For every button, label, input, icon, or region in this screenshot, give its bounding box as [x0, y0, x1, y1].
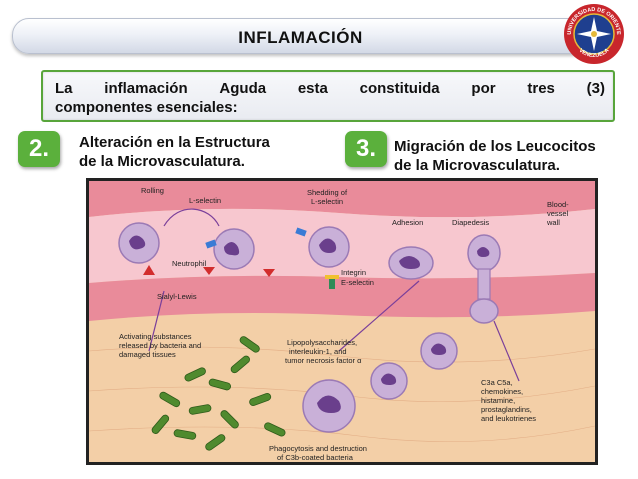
label-phago-1: Phagocytosis and destruction — [269, 444, 367, 453]
vessel-wall-bottom — [89, 273, 595, 321]
label-sialyl-lewis: Sialyl-Lewis — [157, 292, 197, 301]
number-badge-3: 3. — [345, 131, 387, 167]
diapedesis-neutrophil — [467, 234, 501, 324]
number-badge-2: 2. — [18, 131, 60, 167]
label-adhesion: Adhesion — [392, 218, 423, 227]
label-blood-1: Blood- — [547, 200, 569, 209]
svg-text:VENEZUELA: VENEZUELA — [578, 48, 611, 59]
intro-word: tres — [527, 80, 555, 97]
label-activating-2: released by bacteria and — [119, 341, 201, 350]
vessel-wall-top — [89, 181, 595, 218]
label-c3a-2: chemokines, — [481, 387, 523, 396]
university-seal: UNIVERSIDAD DE ORIENTE VENEZUELA — [564, 4, 624, 64]
figure-illustration: Rolling L-selectin Shedding of L-selecti… — [89, 181, 595, 462]
intro-line-2: componentes esenciales: — [55, 99, 238, 116]
label-lipo-3: tumor necrosis factor α — [285, 356, 362, 365]
label-integrin: Integrin — [341, 268, 366, 277]
label-lipo-1: Lipopolysaccharides, — [287, 338, 357, 347]
seal-bottom-text: VENEZUELA — [578, 48, 611, 59]
label-shedding-1: Shedding of — [307, 188, 348, 197]
point-2-line-2: de la Microvasculatura. — [79, 153, 245, 170]
point-3-line-2: de la Microvasculatura. — [394, 157, 560, 174]
intro-box: La inflamación Aguda esta constituida po… — [41, 70, 615, 122]
intro-word: inflamación — [104, 80, 188, 97]
intro-word: (3) — [586, 80, 605, 97]
adhesion-neutrophil — [388, 246, 434, 280]
intro-word: por — [471, 80, 496, 97]
rolling-neutrophil-1 — [118, 222, 160, 264]
label-shedding-2: L-selectin — [311, 197, 343, 206]
intro-word: constituida — [359, 80, 440, 97]
label-blood-3: wall — [546, 218, 560, 227]
intro-word: La — [55, 80, 73, 97]
intro-line-1: La inflamación Aguda esta constituida po… — [55, 80, 605, 97]
label-blood-2: vessel — [547, 209, 569, 218]
label-c3a-1: C3a C5a, — [481, 378, 513, 387]
point-3-line-1: Migración de los Leucocitos — [394, 138, 596, 155]
title-bar: INFLAMACIÓN — [12, 18, 589, 54]
label-e-selectin: E-selectin — [341, 278, 374, 287]
label-activating-1: Activating substances — [119, 332, 192, 341]
point-2-line-1: Alteración en la Estructura — [79, 134, 270, 151]
rolling-neutrophil-2 — [213, 228, 255, 270]
leukocyte-migration-figure: Rolling L-selectin Shedding of L-selecti… — [86, 178, 598, 465]
bacteria-cluster — [151, 336, 286, 451]
point-2-text: Alteración en la Estructura de la Microv… — [79, 133, 270, 171]
label-phago-2: of C3b-coated bacteria — [277, 453, 354, 462]
label-c3a-5: and leukotrienes — [481, 414, 536, 423]
label-c3a-3: histamine, — [481, 396, 515, 405]
label-l-selectin: L-selectin — [189, 196, 221, 205]
label-activating-3: damaged tissues — [119, 350, 176, 359]
label-neutrophil: Neutrophil — [172, 259, 207, 268]
intro-word: Aguda — [219, 80, 267, 97]
label-rolling: Rolling — [141, 186, 164, 195]
shedding-neutrophil — [308, 226, 350, 268]
migrating-neutrophils — [302, 332, 458, 433]
receptors — [143, 227, 339, 289]
seal-center — [591, 31, 597, 37]
page-title: INFLAMACIÓN — [238, 28, 363, 47]
arrows — [148, 208, 520, 382]
label-diapedesis: Diapedesis — [452, 218, 489, 227]
intro-word: esta — [297, 80, 328, 97]
point-3-text: Migración de los Leucocitos de la Microv… — [394, 137, 596, 175]
label-lipo-2: interleukin-1, and — [289, 347, 347, 356]
label-c3a-4: prostaglandins, — [481, 405, 532, 414]
